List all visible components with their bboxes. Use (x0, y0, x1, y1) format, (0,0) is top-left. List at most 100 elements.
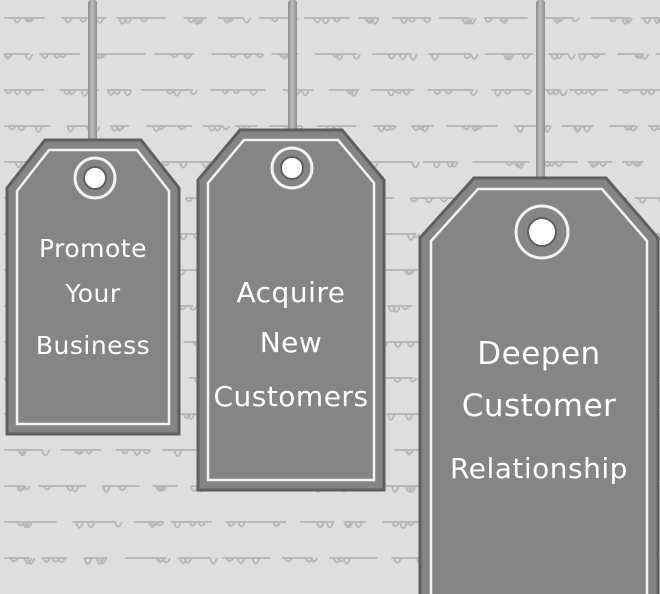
background-script-word (152, 485, 178, 492)
background-script-word (161, 161, 223, 169)
background-script-word (282, 557, 319, 563)
background-script-word (225, 521, 287, 528)
background-script-word (259, 17, 299, 24)
background-script-word (439, 17, 477, 25)
background-script-word (211, 53, 265, 59)
background-script-word (210, 89, 266, 96)
background-script-word (548, 53, 577, 61)
background-script-word (370, 89, 415, 97)
background-script-word (472, 161, 530, 169)
background-script-word (271, 53, 298, 60)
background-script-word (203, 125, 231, 132)
tag-label-line: Your (65, 279, 121, 308)
background-script-word (170, 521, 212, 529)
background-script-word (183, 17, 207, 25)
background-script-word (655, 53, 660, 55)
tag-label-line: Relationship (450, 452, 628, 485)
background-script-word (66, 125, 101, 133)
background-script-word (591, 17, 634, 25)
background-script-word (609, 125, 638, 132)
background-script-word (561, 125, 594, 133)
tag-label-line: Customer (461, 388, 617, 424)
background-script-word (154, 53, 195, 60)
background-script-word (409, 197, 460, 204)
tag-label-line: Promote (39, 234, 147, 263)
price-tag-deepen: Deepen Customer Relationship (418, 176, 660, 594)
background-script-word (328, 89, 360, 97)
background-script-word (116, 17, 166, 25)
background-script-word (446, 125, 498, 132)
background-script-word (484, 53, 533, 61)
background-script-word (4, 449, 51, 457)
tag-label-line: New (259, 326, 323, 359)
background-script-word (640, 17, 660, 25)
background-script-word (577, 53, 606, 61)
background-script-word (222, 557, 271, 565)
background-script-word (314, 53, 361, 61)
background-script-word (484, 17, 528, 25)
background-script-word (177, 557, 219, 565)
hanging-string-1 (88, 0, 97, 186)
hanging-string-2 (288, 0, 297, 176)
background-script-word (4, 125, 51, 133)
background-script-word (358, 17, 380, 25)
background-script-word (359, 269, 418, 276)
background-script-word (41, 557, 68, 564)
background-script-word (427, 89, 479, 97)
background-script-word (4, 89, 45, 96)
background-script-word (146, 125, 192, 133)
tag-shape (418, 176, 660, 594)
background-script-word (622, 161, 644, 167)
background-script-word (634, 197, 660, 204)
hanging-string-3 (536, 0, 545, 225)
background-script-word (364, 233, 421, 241)
background-script-word (384, 485, 426, 493)
background-script-word (4, 521, 57, 529)
background-script-word (115, 449, 152, 456)
background-script-word (125, 557, 172, 564)
tag-shape (5, 138, 181, 436)
background-script-word (423, 161, 459, 169)
background-script-word (372, 125, 397, 133)
tag-label-line: Customers (213, 380, 369, 413)
background-script-word (329, 557, 378, 565)
background-script-word (38, 485, 87, 493)
background-script-word (61, 17, 107, 24)
background-script-word (372, 53, 418, 61)
background-script-word (59, 89, 99, 97)
background-script-word (89, 53, 146, 60)
background-script-word (133, 521, 165, 528)
background-script-word (3, 53, 34, 61)
price-tag-promote: Promote Your Business (5, 138, 181, 436)
background-script-word (568, 89, 609, 96)
background-script-word (617, 53, 650, 60)
tag-shape (196, 128, 386, 492)
background-script-word (538, 161, 578, 168)
background-script-word (513, 125, 552, 133)
background-script-word (394, 449, 440, 456)
background-script-word (106, 89, 133, 97)
tag-label-line: Business (35, 331, 151, 360)
price-tag-acquire: Acquire New Customers (196, 128, 386, 492)
background-script-word (39, 53, 80, 59)
background-script-word (217, 17, 252, 24)
background-script-word (300, 521, 335, 529)
background-script-word (141, 89, 199, 97)
background-script-word (587, 161, 613, 169)
tag-label-line: Acquire (236, 276, 346, 309)
background-script-word (343, 521, 366, 529)
background-script-word (391, 17, 432, 25)
background-script-word (490, 89, 533, 97)
background-script-word (428, 53, 479, 61)
background-script-word (540, 89, 568, 97)
background-script-word (83, 557, 108, 565)
background-script-word (411, 125, 434, 133)
background-script-word (4, 17, 45, 24)
background-script-word (386, 305, 413, 313)
background-script-word (542, 17, 580, 24)
background-script-word (110, 125, 129, 132)
tag-label-line: Deepen (477, 336, 601, 372)
background-script-word (647, 125, 660, 132)
background-script-word (4, 485, 31, 492)
